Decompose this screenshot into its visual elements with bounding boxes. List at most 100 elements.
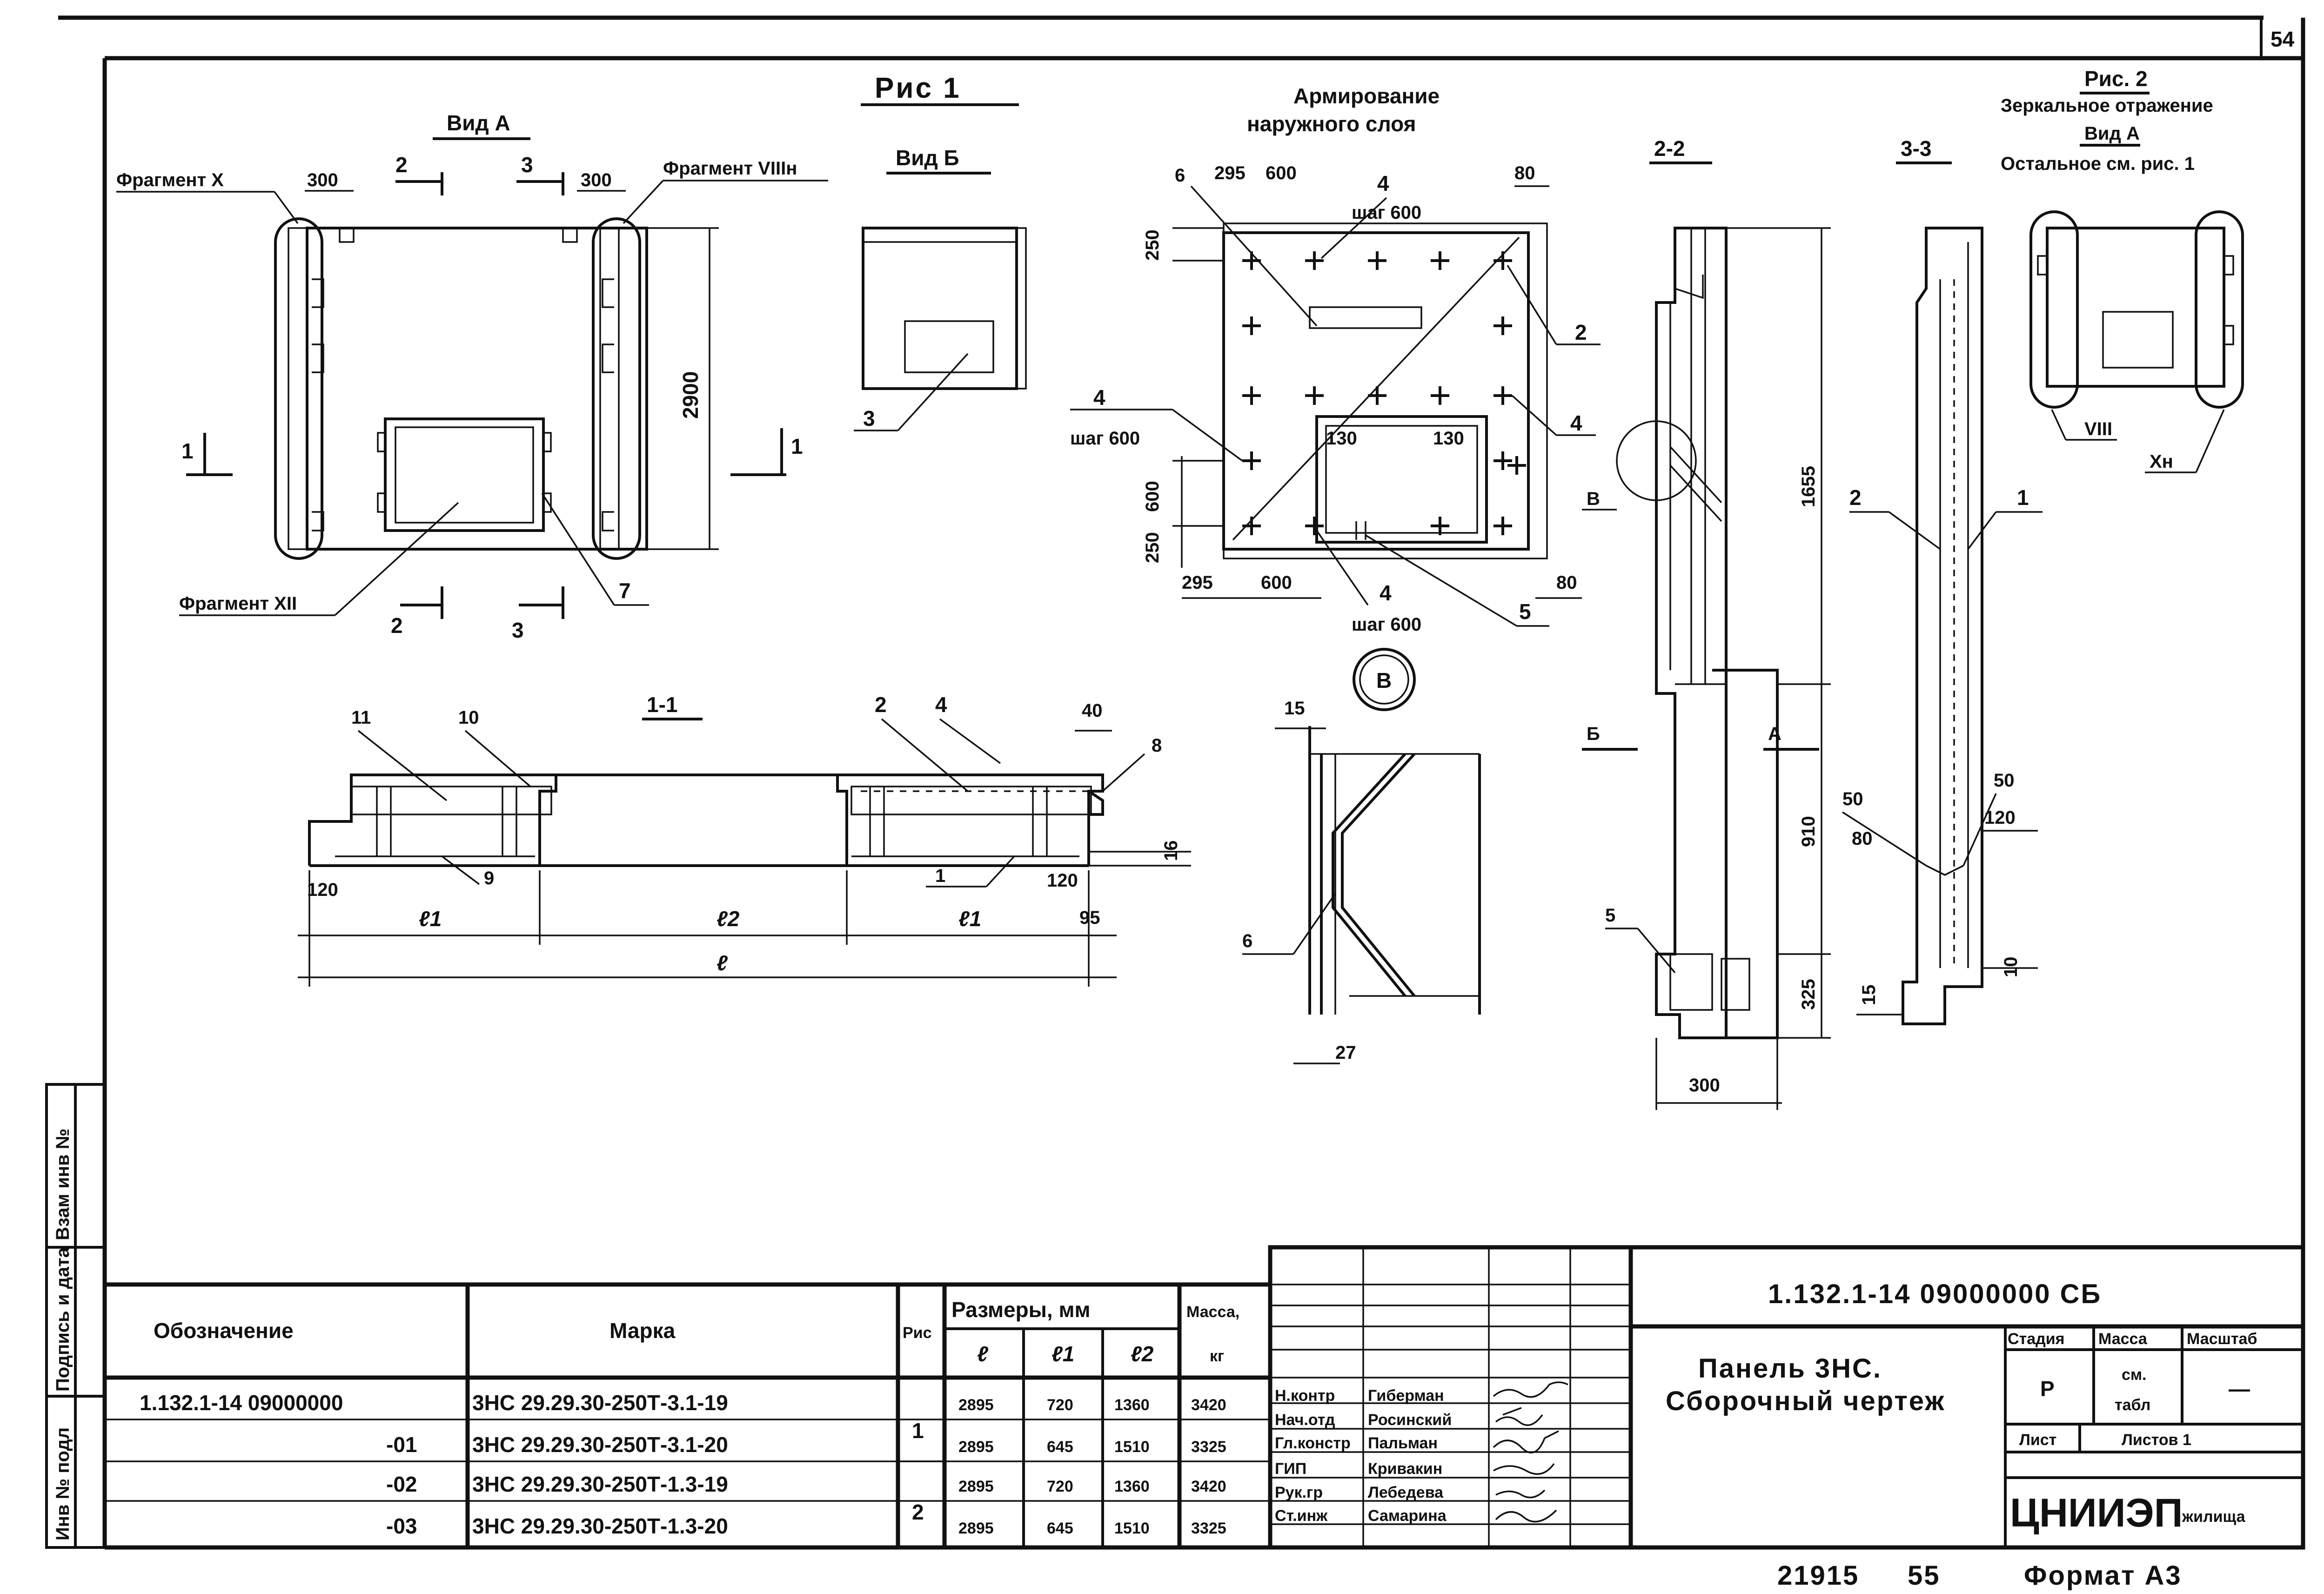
- sig-role-0: Н.контр: [1275, 1387, 1335, 1405]
- row1-l1: 645: [1047, 1438, 1073, 1456]
- row1-mark: 3НС 29.29.30-250Т-3.1-20: [472, 1433, 728, 1457]
- row2-l2: 1360: [1114, 1478, 1150, 1495]
- nodeb-dim-15: 15: [1284, 698, 1305, 719]
- sec22-arrow-b: Б: [1587, 724, 1600, 744]
- figure2-frag-x: Xн: [2150, 451, 2173, 472]
- sec11-dim-16: 16: [1161, 841, 1181, 861]
- side-stamp-sign: Подпись и дата: [53, 1247, 73, 1392]
- view-a-dim-2900: 2900: [678, 371, 703, 419]
- row0-mark: 3НС 29.29.30-250Т-3.1-19: [472, 1391, 728, 1415]
- sig-role-2: Гл.констр: [1275, 1434, 1351, 1452]
- view-a-dim-300-left: 300: [307, 170, 338, 190]
- row3-l1: 645: [1047, 1520, 1073, 1537]
- fig-group-1: 1: [912, 1419, 924, 1443]
- stage-label: Стадия: [2008, 1330, 2064, 1348]
- sec33-dim-120: 120: [1984, 807, 2016, 828]
- th-mass: Масса,: [1186, 1303, 1239, 1321]
- view-a-label: Вид А: [447, 111, 510, 135]
- scale-value: —: [2229, 1377, 2250, 1401]
- footer-left-number: 21915: [1777, 1560, 1859, 1591]
- reinf-callout-4-top: 4: [1377, 171, 1389, 195]
- sec11-l1-right: ℓ1: [958, 907, 981, 931]
- sig-role-5: Ст.инж: [1275, 1507, 1328, 1525]
- th-fig: Рис: [903, 1324, 932, 1342]
- mass-value-2: табл: [2115, 1396, 2150, 1414]
- th-l: ℓ: [977, 1342, 988, 1366]
- sec11-l: ℓ: [717, 951, 728, 975]
- reinf-dim-250-top: 250: [1142, 229, 1163, 261]
- view-a-cut-1-right: 1: [791, 434, 803, 458]
- row3-l: 2895: [958, 1520, 994, 1537]
- sec33-dim-50-left: 50: [1842, 789, 1863, 809]
- sheet-label: Лист: [2019, 1431, 2056, 1449]
- section-1-1: 1-1 11 10 2 4 40 8 16 9 1 120 1: [298, 693, 1191, 987]
- sec11-l2: ℓ2: [717, 907, 740, 931]
- sec22-arrow-a: А: [1768, 724, 1782, 744]
- view-a-callout-7: 7: [619, 578, 631, 603]
- reinf-dim-600-top: 600: [1266, 163, 1297, 183]
- reinf-callout-4-left: 4: [1093, 385, 1105, 410]
- sec11-callout-2: 2: [875, 693, 887, 717]
- sec11-dim-120-left: 120: [307, 880, 338, 900]
- figure1-title: Рис 1: [875, 72, 961, 104]
- figure2-frag-viii: VIII: [2084, 419, 2112, 439]
- sig-role-1: Нач.отд: [1275, 1411, 1335, 1429]
- node-b-marker: [1353, 648, 1416, 711]
- view-a-cut-3-top: 3: [521, 153, 533, 177]
- sec22-dim-1655: 1655: [1798, 466, 1819, 507]
- th-mark: Марка: [609, 1318, 676, 1343]
- reinf-dim-600-left: 600: [1142, 481, 1163, 512]
- sig-role-4: Рук.гр: [1275, 1484, 1323, 1501]
- sec11-callout-4: 4: [935, 693, 947, 717]
- sig-name-0: Гиберман: [1368, 1387, 1444, 1405]
- th-l2: ℓ2: [1131, 1342, 1154, 1366]
- figure2-line3: Остальное см. рис. 1: [2001, 154, 2195, 174]
- sheets-label: Листов 1: [2122, 1431, 2191, 1449]
- section-2-2-label: 2-2: [1654, 136, 1685, 161]
- row1-mass: 3325: [1191, 1438, 1226, 1456]
- row2-l1: 720: [1047, 1478, 1073, 1495]
- section-2-2: 2-2 В Б А 5 1655 910 325 300: [1582, 136, 1831, 1110]
- document-name-1: Панель 3НС.: [1698, 1353, 1882, 1384]
- row0-l: 2895: [958, 1396, 994, 1414]
- th-l1: ℓ1: [1051, 1342, 1074, 1366]
- nodeb-callout-6: 6: [1242, 931, 1252, 951]
- footer-right-number: 55: [1908, 1560, 1941, 1591]
- section-1-1-label: 1-1: [647, 693, 677, 717]
- sec22-dim-300: 300: [1689, 1075, 1720, 1096]
- th-sizes: Размеры, мм: [951, 1298, 1091, 1322]
- sec11-dim-40: 40: [1082, 700, 1103, 721]
- row3-l2: 1510: [1114, 1520, 1150, 1537]
- footer-format: Формат А3: [2024, 1560, 2182, 1591]
- sheet-number: 54: [2270, 27, 2295, 51]
- sec11-callout-9: 9: [484, 868, 494, 888]
- reinforcement-title-1: Армирование: [1293, 84, 1440, 108]
- fragment-xii-label: Фрагмент XII: [179, 593, 297, 614]
- sig-name-2: Пальман: [1368, 1434, 1438, 1452]
- row0-mass: 3420: [1191, 1396, 1226, 1414]
- sec11-dim-120-right: 120: [1047, 870, 1078, 891]
- sec33-callout-1: 1: [2017, 485, 2029, 510]
- sec22-dim-325: 325: [1798, 979, 1819, 1010]
- sec11-dim-95: 95: [1079, 908, 1100, 928]
- scale-label: Масштаб: [2187, 1330, 2257, 1348]
- sec22-callout-5: 5: [1605, 905, 1615, 926]
- sec11-callout-11: 11: [351, 707, 371, 728]
- th-designation: Обозначение: [154, 1318, 294, 1343]
- th-mass-unit: кг: [1210, 1347, 1224, 1365]
- row3-designation: -03: [386, 1514, 417, 1538]
- row0-designation: 1.132.1-14 09000000: [140, 1391, 343, 1415]
- organization-logo: ЦНИИЭП: [2010, 1491, 2183, 1535]
- view-a-cut-2-top: 2: [395, 153, 408, 177]
- reinf-step-bottom: шаг 600: [1352, 614, 1421, 635]
- sec33-dim-50-right: 50: [1994, 770, 2015, 791]
- section-3-3: 3-3 2 1 50 80 50 120 10 15: [1842, 136, 2043, 1025]
- document-name-2: Сборочный чертеж: [1666, 1386, 1945, 1416]
- reinf-callout-5: 5: [1519, 599, 1531, 624]
- row1-l2: 1510: [1114, 1438, 1150, 1456]
- reinf-callout-4-right: 4: [1570, 411, 1582, 435]
- sig-name-1: Росинский: [1368, 1411, 1452, 1429]
- footer: 21915 55 Формат А3: [1777, 1560, 2182, 1591]
- reinf-dim-250-left: 250: [1142, 532, 1163, 563]
- fig-group-2: 2: [912, 1500, 924, 1524]
